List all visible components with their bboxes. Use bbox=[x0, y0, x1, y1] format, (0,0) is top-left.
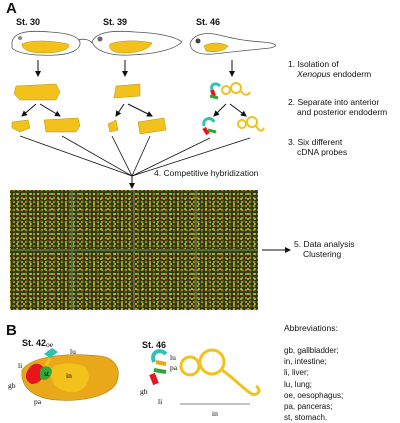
label-46-in: in bbox=[212, 409, 218, 418]
converge-lines bbox=[19, 135, 251, 177]
step-3-line1: 3. Six different bbox=[288, 137, 343, 147]
stage-label-st42: St. 42 bbox=[22, 338, 47, 348]
step-2-line1: 2. Separate into anterior bbox=[288, 97, 380, 107]
step-2: 2. Separate into anterior and posterior … bbox=[288, 97, 387, 117]
panel-b-label: B bbox=[6, 322, 17, 339]
endoderm-st46 bbox=[209, 82, 251, 100]
abbr-gb: gb, gallbladder; bbox=[284, 346, 339, 355]
anterior-st46 bbox=[202, 117, 217, 136]
step-1-italic: Xenopus bbox=[297, 69, 331, 79]
gut-st42 bbox=[21, 348, 119, 401]
stage-label-st39: St. 39 bbox=[103, 17, 128, 27]
step-3: 3. Six different cDNA probes bbox=[288, 137, 347, 157]
embryo-st46 bbox=[189, 33, 276, 55]
microarray-image bbox=[10, 190, 258, 310]
step-1: 1. Isolation of Xenopus endoderm bbox=[288, 59, 371, 79]
label-46-gb: gb bbox=[140, 387, 148, 396]
step-3-line2: cDNA probes bbox=[297, 147, 348, 157]
step-2-line2: and posterior endoderm bbox=[297, 107, 388, 117]
abbr-oe: oe, oesophagus; bbox=[284, 390, 344, 400]
label-42-st: st bbox=[44, 369, 50, 378]
endoderm-st39 bbox=[113, 83, 141, 99]
gut-st46 bbox=[149, 348, 261, 405]
label-46-lu: lu bbox=[170, 353, 176, 362]
label-42-gb: gb bbox=[8, 381, 16, 390]
abbreviations-title: Abbreviations: bbox=[284, 323, 338, 333]
label-42-oe: oe bbox=[46, 340, 54, 349]
posterior-st30 bbox=[43, 117, 81, 133]
abbr-li: li, liver; bbox=[284, 368, 309, 378]
anterior-st39 bbox=[107, 119, 119, 133]
anterior-st30 bbox=[11, 119, 31, 133]
abbr-pa: pa, panceras; bbox=[284, 402, 333, 412]
posterior-st39 bbox=[137, 117, 167, 135]
stage-label-b-st46: St. 46 bbox=[142, 340, 167, 350]
label-42-in: in bbox=[66, 371, 72, 380]
label-42-lu: lu bbox=[70, 347, 76, 356]
step-1-rest: endoderm bbox=[332, 69, 372, 79]
abbreviations-list: gb, gallbladder; in, intestine; li, live… bbox=[284, 345, 343, 423]
stage-label-st30: St. 30 bbox=[16, 17, 41, 27]
abbr-lu: lu, lung; bbox=[284, 379, 313, 389]
label-46-li: li bbox=[158, 397, 162, 406]
abbr-st: st, stomach. bbox=[284, 413, 328, 423]
label-46-pa: pa bbox=[170, 363, 178, 372]
step-1-label: 1. Isolation of bbox=[288, 59, 339, 69]
abbr-in: in, intestine; bbox=[284, 357, 327, 367]
panel-a-diagram bbox=[10, 30, 291, 310]
step-5-line2: Clustering bbox=[303, 249, 342, 259]
embryo-st30 bbox=[11, 30, 93, 56]
panel-a-label: A bbox=[6, 0, 17, 17]
step-4: 4. Competitive hybridization bbox=[154, 168, 259, 178]
step-5-line1: 5. Data analysis bbox=[294, 239, 355, 249]
panel-b-diagram: oe lu li st in gb pa lu pa gb li in bbox=[8, 340, 261, 418]
label-42-pa: pa bbox=[34, 397, 42, 406]
endoderm-st30 bbox=[13, 83, 61, 101]
posterior-st46 bbox=[237, 116, 265, 132]
label-42-li: li bbox=[18, 361, 22, 370]
stage-label-st46: St. 46 bbox=[196, 17, 221, 27]
embryo-st39 bbox=[91, 30, 183, 56]
step-5: 5. Data analysis Clustering bbox=[294, 239, 354, 259]
